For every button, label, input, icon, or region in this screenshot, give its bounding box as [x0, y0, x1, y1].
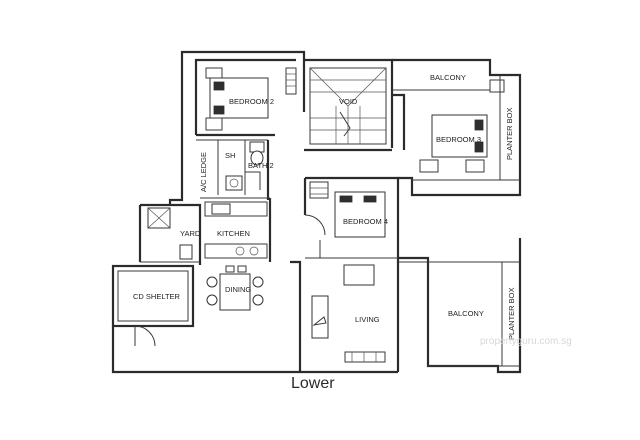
planter-box-top-label: PLANTER BOX: [505, 107, 514, 160]
cd-shelter-label: CD SHELTER: [133, 292, 181, 301]
sh-label: SH: [225, 151, 235, 160]
balcony-bottom-label: BALCONY: [448, 309, 484, 318]
floor-caption: Lower: [291, 375, 335, 392]
bath-fixtures: [225, 141, 265, 191]
dining-table: [206, 265, 264, 311]
dining-label: DINING: [225, 285, 251, 294]
planter-box-bottom-label: PLANTER BOX: [507, 287, 516, 340]
balcony-top-label: BALCONY: [430, 73, 466, 82]
living-label: LIVING: [355, 315, 380, 324]
bath-2-label: BATH 2: [248, 161, 274, 170]
outer-walls: [111, 50, 522, 374]
ac-ledge-label: A/C LEDGE: [199, 152, 208, 192]
kitchen-label: KITCHEN: [217, 229, 250, 238]
staircase: [309, 67, 387, 145]
bed-bedroom-2: [205, 67, 297, 131]
bed-bedroom-4: [304, 181, 386, 238]
bedroom-3-label: BEDROOM 3: [436, 135, 481, 144]
watermark: propertyguru.com.sg: [480, 336, 572, 347]
yard-label: YARD: [180, 229, 201, 238]
void-label: VOID: [339, 97, 358, 106]
bedroom-2-label: BEDROOM 2: [229, 97, 274, 106]
cd-shelter-door: [134, 325, 156, 347]
bed-bedroom-3: [419, 79, 505, 173]
bedroom-4-label: BEDROOM 4: [343, 217, 388, 226]
kitchen-fixtures: [140, 201, 268, 263]
living-furniture: [311, 264, 386, 363]
